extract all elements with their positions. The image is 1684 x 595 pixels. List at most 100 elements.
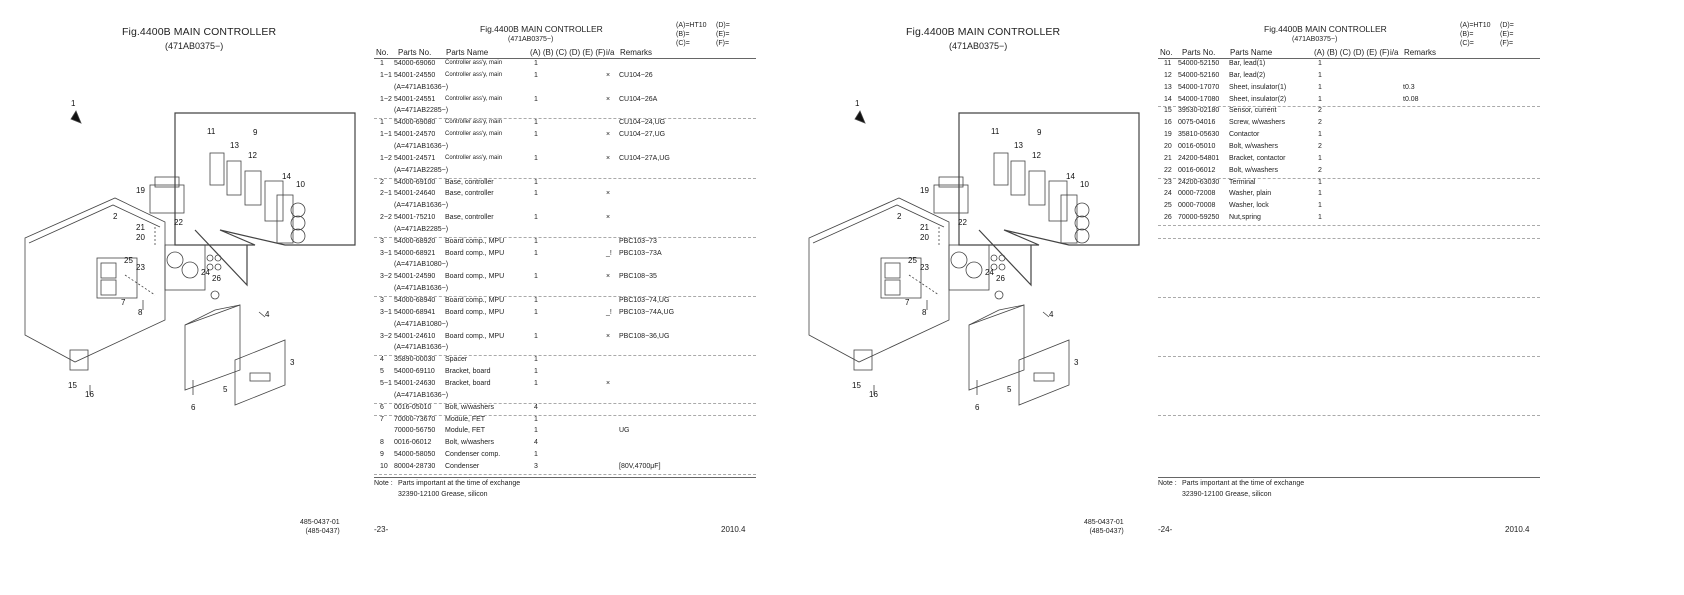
figure-title: Fig.4400B MAIN CONTROLLER [122,26,277,38]
row-ia: × [606,273,611,281]
row-parts-name: Screw, w/washers [1229,119,1286,127]
row-remarks: CU104−26 [619,71,653,79]
row-parts-name: Spacer [445,356,468,364]
row-no: 11 [1164,60,1172,67]
row-qty-a: 1 [534,119,538,127]
row-no: 16 [1164,119,1172,127]
row-no: 2−2 [380,214,392,222]
row-parts-no: 70000-73670 [394,415,436,423]
row-parts-name: Contactor [1229,131,1260,139]
row-qty-a: 1 [1318,71,1322,79]
header-parts-name: Parts Name [446,48,489,57]
row-ia: × [606,131,611,139]
row-parts-no: 54001-24640 [394,190,436,198]
svg-text:22: 22 [174,218,183,227]
row-qty-a: 1 [534,451,538,459]
row-separator [374,118,756,120]
row-parts-name: Board comp., MPU [445,308,505,316]
row-parts-name: Controller ass'y, main [445,95,503,102]
row-qty-a: 1 [534,71,538,79]
svg-text:10: 10 [296,180,305,189]
svg-text:11: 11 [207,127,216,136]
row-parts-name: Condenser comp. [445,451,501,459]
svg-text:5: 5 [1007,385,1012,394]
row-separator [374,355,756,357]
svg-text:6: 6 [975,403,980,412]
row-parts-no: 0016-05010 [1178,142,1216,150]
row-qty-a: 2 [1318,107,1322,115]
table-row: (A=471AB1636−) [376,285,756,297]
row-qty-a: 1 [1318,83,1322,91]
row-no: 15 [1164,107,1172,115]
header-no: No. [376,48,389,57]
row-remarks: UG [619,427,630,435]
row-no: 3−2 [380,332,392,340]
svg-text:24: 24 [201,268,210,277]
row-no: 1 [380,119,384,127]
row-qty-a: 1 [534,427,538,435]
base-plate-shape [808,197,950,363]
row-parts-no: 54000-69110 [394,368,435,376]
row-parts-no: 54000-69060 [394,60,436,67]
row-no: 1−1 [380,131,392,139]
row-ia: × [606,190,611,198]
row-separator [374,473,756,475]
row-qty-a: 2 [1318,142,1322,150]
svg-text:13: 13 [1014,141,1023,150]
note-line-1: Parts important at the time of exchange [398,480,521,487]
page-number: -23- [374,525,389,534]
row-no: 9 [380,451,384,459]
svg-text:2: 2 [897,212,902,221]
row-ia: × [606,154,611,162]
row-no: 20 [1164,142,1172,150]
row-no: 26 [1164,214,1172,222]
svg-text:4: 4 [265,310,270,319]
row-parts-name: Bolt, w/washers [445,439,495,447]
row-parts-name: Bracket, contactor [1229,154,1286,162]
row-separator [374,402,756,404]
row-parts-no: 70000-56750 [394,427,436,435]
row-qty-a: 1 [534,308,538,316]
header-rule [374,58,756,59]
variant-b: (B)= [1460,31,1474,38]
row-parts-no: (A=471AB1636−) [394,285,449,293]
table-header: No. Parts No. Parts Name (A) (B) (C) (D)… [1160,48,1540,60]
row-separator [374,296,756,297]
row-parts-no: 54001-24551 [394,95,436,103]
svg-text:12: 12 [248,151,257,160]
variant-c: (C)= [1460,40,1474,47]
row-parts-no: 0000-70008 [1178,202,1216,210]
header-no: No. [1160,48,1173,57]
row-separator [1158,106,1540,108]
row-parts-no: (A=471AB2285−) [394,107,449,115]
row-qty-a: 1 [534,332,538,340]
svg-text:4: 4 [1049,310,1054,319]
row-parts-name: Module, FET [445,427,486,435]
svg-text:7: 7 [121,298,126,307]
row-no: 21 [1164,154,1172,162]
row-no: 3−1 [380,249,392,257]
row-parts-name: Board comp., MPU [445,297,505,304]
row-separator [1158,224,1540,226]
arrow-1-icon [854,110,866,124]
row-qty-a: 1 [534,131,538,139]
table-row: (A=471AB1636−) [376,143,756,155]
svg-text:20: 20 [920,233,929,242]
row-parts-name: Board comp., MPU [445,273,505,281]
base-plate-shape [24,197,166,363]
row-no: 2−1 [380,190,392,198]
row-no: 3−1 [380,308,392,316]
row-remarks: PBC103−73A [619,249,662,257]
